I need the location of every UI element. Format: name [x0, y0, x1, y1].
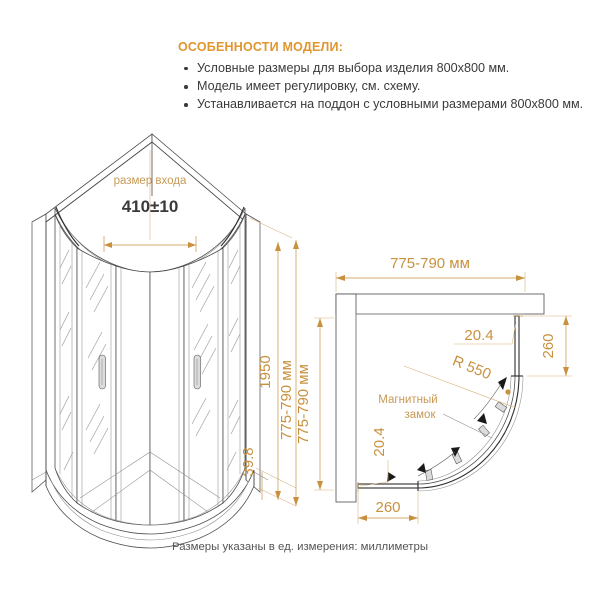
door-handle-left [98, 354, 106, 390]
plan-panel-left-leader [357, 460, 389, 492]
list-item: Условные размеры для выбора изделия 800x… [184, 60, 588, 77]
features-list: Условные размеры для выбора изделия 800x… [178, 60, 588, 114]
plan-wall-left [335, 293, 357, 503]
list-item: Устанавливается на поддон с условными ра… [184, 96, 588, 113]
units-caption: Размеры указаны в ед. измерения: миллиме… [171, 541, 429, 553]
radius-value: R 550 [450, 352, 493, 383]
door-handle-right [193, 354, 201, 390]
plan-bottom-260-value: 260 [375, 499, 400, 516]
entry-size-label: размер входа [114, 175, 187, 187]
plan-curved-doors [417, 375, 524, 492]
entry-dimension [103, 150, 197, 252]
plan-panel-top-leader [454, 315, 523, 345]
magnetic-lock-label-line2: замок [404, 409, 436, 421]
features-block: ОСОБЕННОСТИ МОДЕЛИ: Условные размеры для… [178, 40, 588, 115]
total-height-value: 1950 [257, 355, 274, 388]
plan-panel-left-value: 20.4 [371, 427, 388, 456]
plan-left-height-value: 775-790 мм [295, 364, 312, 444]
plan-left-height-dim [314, 317, 334, 491]
plan-right-260-value: 260 [540, 333, 557, 358]
interior-floor-lines [79, 451, 221, 513]
entry-size-value: 410±10 [122, 197, 179, 216]
base-height-value: 39.8 [240, 447, 257, 476]
plan-panel-top-value: 20.4 [464, 327, 493, 344]
plan-top-width-dim [335, 272, 526, 292]
plan-bottom-260-dim [357, 492, 419, 524]
wall-right [151, 133, 261, 493]
magnetic-lock-label-line1: Магнитный [378, 394, 437, 406]
magnetic-lock-markers [424, 389, 511, 481]
radius-leader [403, 365, 517, 409]
glass-reflection-hatch [59, 249, 241, 471]
features-title: ОСОБЕННОСТИ МОДЕЛИ: [178, 40, 343, 54]
plan-top-width-value: 775-790 мм [390, 255, 470, 272]
magnetic-lock-leader [442, 413, 493, 439]
plan-wall-top [335, 293, 545, 315]
wall-left [31, 133, 153, 493]
plan-right-260-dim [521, 315, 572, 377]
height-dimensions [249, 217, 299, 507]
glass-enclosure [54, 213, 246, 526]
shower-tray [31, 469, 269, 549]
list-item: Модель имеет регулировку, см. схему. [184, 78, 588, 95]
iso-width-label: 775-790 мм [278, 360, 295, 440]
slide-direction-arrows [387, 377, 507, 482]
